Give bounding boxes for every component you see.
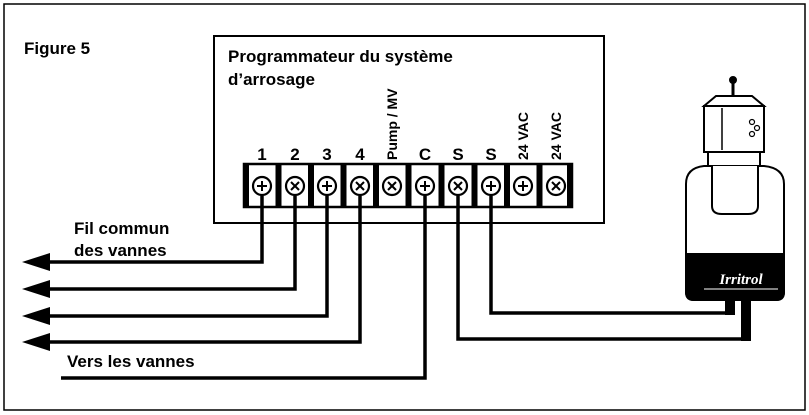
terminal-label: 4	[355, 145, 365, 164]
terminal-label: Pump / MV	[384, 88, 400, 160]
terminal-screw	[349, 175, 371, 197]
terminal-label: C	[419, 145, 431, 164]
sensor-cable-exit	[725, 299, 735, 315]
controller-title-line2: d’arrosage	[228, 70, 315, 89]
common-wire	[61, 196, 427, 380]
figure-frame	[3, 3, 806, 411]
sensor-cable-exit	[741, 299, 751, 341]
terminal-divider	[308, 164, 314, 207]
wire-arrow-icon	[22, 253, 50, 271]
sensor-brand: Irritrol	[718, 272, 763, 288]
common-wire-label-line2: des vannes	[74, 241, 167, 260]
sensor-dot	[753, 124, 761, 132]
terminal-divider	[471, 164, 478, 207]
controller-title-line1: Programmateur du système	[228, 47, 453, 66]
terminal-labels: 1 2 3 4 Pump / MV C S S 24 VAC 24 VAC	[257, 88, 564, 164]
sensor-dot	[748, 130, 756, 138]
valve-wire	[40, 196, 264, 264]
terminal-screw	[284, 175, 306, 197]
valves-wire-label: Vers les vannes	[67, 352, 195, 371]
wire-arrow-icon	[22, 333, 50, 351]
valve-wire	[40, 196, 362, 344]
terminal-divider	[504, 164, 510, 207]
terminal-divider	[438, 164, 445, 207]
wire-arrow-icon	[22, 280, 50, 298]
common-wire-label-line1: Fil commun	[74, 219, 169, 238]
rain-sensor: Irritrol	[685, 76, 785, 341]
terminal-label: 3	[322, 145, 331, 164]
terminal-screw	[414, 175, 436, 197]
terminal-screw	[545, 175, 567, 197]
sensor-dot	[748, 118, 756, 126]
terminal-divider	[243, 164, 249, 207]
terminal-divider	[275, 164, 282, 207]
terminal-divider	[340, 164, 347, 207]
sensor-upper-body	[703, 105, 765, 153]
terminal-screw	[381, 175, 403, 197]
terminal-label: 2	[290, 145, 299, 164]
terminal-screw	[512, 175, 534, 197]
sensor-top-cap	[701, 95, 767, 107]
wire-arrow-icon	[22, 307, 50, 325]
terminal-divider	[405, 164, 412, 207]
terminal-label: 24 VAC	[515, 112, 531, 160]
sensor-neck	[711, 166, 759, 215]
sensor-collar	[707, 151, 761, 167]
terminal-screw	[316, 175, 338, 197]
terminal-strip	[242, 162, 574, 209]
terminal-divider	[567, 164, 573, 207]
terminal-label: 24 VAC	[548, 112, 564, 160]
terminal-divider	[373, 164, 379, 207]
terminal-label: S	[485, 145, 496, 164]
terminal-label: 1	[257, 145, 266, 164]
wires	[22, 196, 748, 380]
figure-title: Figure 5	[24, 39, 90, 58]
terminal-screw	[251, 175, 273, 197]
terminal-label: S	[452, 145, 463, 164]
terminal-divider	[536, 164, 543, 207]
valve-wire	[40, 196, 329, 318]
terminal-screw	[480, 175, 502, 197]
terminal-screw	[447, 175, 469, 197]
sensor-antenna-tip	[729, 76, 737, 84]
valve-wire	[40, 196, 297, 291]
